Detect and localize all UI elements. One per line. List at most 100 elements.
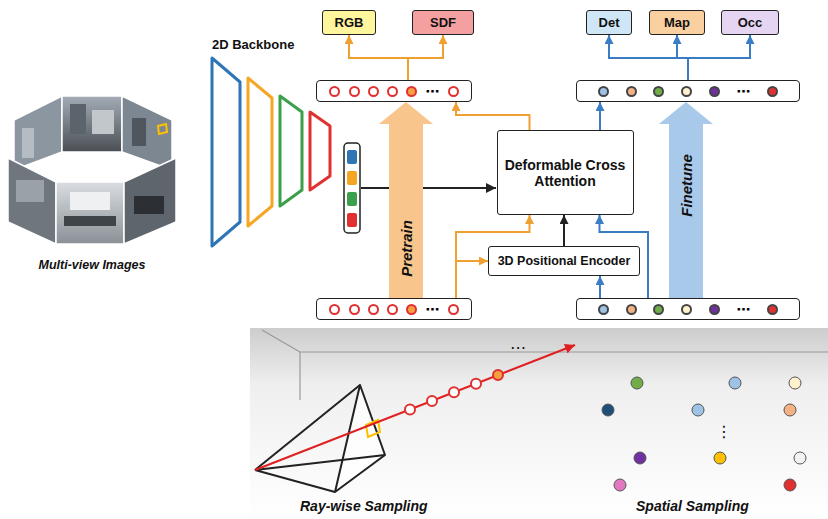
token-circle <box>329 86 340 97</box>
spatial-points <box>614 479 626 491</box>
multi-view-images <box>122 96 172 170</box>
multi-view-images <box>22 128 34 158</box>
token-row: ⋯ <box>576 298 800 320</box>
feature-vector <box>361 187 496 189</box>
token-circle <box>626 304 637 315</box>
token-row: ⋯ <box>316 298 472 320</box>
attention-box: Deformable Cross Attention <box>497 130 634 215</box>
token-circle <box>681 304 692 315</box>
connector-arrow <box>456 102 530 130</box>
multi-view-images <box>62 96 122 152</box>
arrow-label: Finetune <box>678 154 695 217</box>
token-circle <box>448 86 459 97</box>
spatial-points <box>634 452 646 464</box>
output-head: RGB <box>322 10 376 35</box>
token-circle <box>709 304 720 315</box>
camera-frustum <box>471 379 481 389</box>
connector-arrow <box>349 35 408 80</box>
token-circle <box>767 304 778 315</box>
connector-arrow <box>609 35 688 80</box>
token-circle <box>387 304 398 315</box>
multi-view-images <box>8 158 56 244</box>
backbone-layers <box>310 112 330 190</box>
camera-frustum <box>335 385 385 492</box>
spatial-points <box>729 377 741 389</box>
token-row: ⋯ <box>316 80 472 102</box>
feature-vector <box>344 143 360 233</box>
camera-frustum <box>255 385 385 492</box>
stage-arrow-body <box>389 124 423 298</box>
multi-view-images <box>16 180 44 202</box>
ellipsis-mark: ⋯ <box>510 338 526 357</box>
token-circle <box>349 86 360 97</box>
node-text: 3D Positional Encoder <box>498 254 631 268</box>
multi-view-images <box>132 118 146 146</box>
multi-view-images <box>8 96 176 244</box>
ellipsis-text: ⋯ <box>737 302 751 316</box>
ellipsis-text: ⋯ <box>737 84 751 98</box>
spatial-points <box>794 452 806 464</box>
ellipsis-text: ⋯ <box>426 302 440 316</box>
multi-view-images <box>158 124 167 134</box>
connector-arrow <box>456 261 488 298</box>
token-circle <box>406 86 417 97</box>
caption-label: Ray-wise Sampling <box>300 498 428 514</box>
ellipsis-text: ⋯ <box>426 84 440 98</box>
camera-frustum <box>427 396 437 406</box>
backbone-layers <box>280 96 302 206</box>
feature-vector <box>347 150 357 164</box>
multi-view-images <box>14 96 62 170</box>
connector-arrow <box>688 35 750 80</box>
multi-view-images <box>64 216 116 226</box>
token-circle <box>653 304 664 315</box>
spatial-points <box>602 377 806 491</box>
room-scene <box>250 328 828 519</box>
token-circle <box>329 304 340 315</box>
token-circle <box>349 304 360 315</box>
token-circle <box>368 304 379 315</box>
token-circle <box>406 304 417 315</box>
multi-view-images <box>70 104 86 134</box>
camera-frustum <box>255 345 575 492</box>
spatial-points <box>789 377 801 389</box>
spatial-points <box>784 479 796 491</box>
stage-arrow-body <box>669 124 703 298</box>
connector-arrow <box>408 35 443 80</box>
token-circle <box>709 86 720 97</box>
token-circle <box>598 304 609 315</box>
multi-view-images <box>124 158 176 244</box>
token-circle <box>448 304 459 315</box>
room-scene <box>250 328 828 519</box>
output-head: SDF <box>412 10 474 35</box>
feature-vector <box>347 213 357 227</box>
token-circle <box>681 86 692 97</box>
token-circle <box>598 86 609 97</box>
ellipsis-mark: ⋮ <box>716 422 732 441</box>
camera-frustum <box>493 370 503 380</box>
connector-arrow <box>677 35 688 80</box>
multi-view-images <box>92 110 114 134</box>
camera-frustum <box>449 387 459 397</box>
multi-view-images <box>56 182 124 244</box>
node-text: Occ <box>738 15 763 30</box>
camera-frustum <box>405 370 503 414</box>
backbone-layers <box>212 58 330 246</box>
token-circle <box>387 86 398 97</box>
camera-frustum <box>405 405 415 415</box>
encoder-box: 3D Positional Encoder <box>488 246 640 276</box>
feature-vector <box>347 171 357 185</box>
spatial-points <box>631 377 643 389</box>
camera-frustum <box>255 345 575 470</box>
node-text: SDF <box>430 15 456 30</box>
stage-arrow <box>379 102 433 298</box>
stage-arrow <box>659 102 713 298</box>
token-circle <box>653 86 664 97</box>
caption-label: Spatial Sampling <box>636 498 749 514</box>
spatial-points <box>692 404 704 416</box>
connector-arrow <box>563 215 565 246</box>
token-circle <box>767 86 778 97</box>
stage-arrow-head <box>379 102 433 124</box>
task-head: Det <box>586 10 632 35</box>
token-row: ⋯ <box>576 80 800 102</box>
